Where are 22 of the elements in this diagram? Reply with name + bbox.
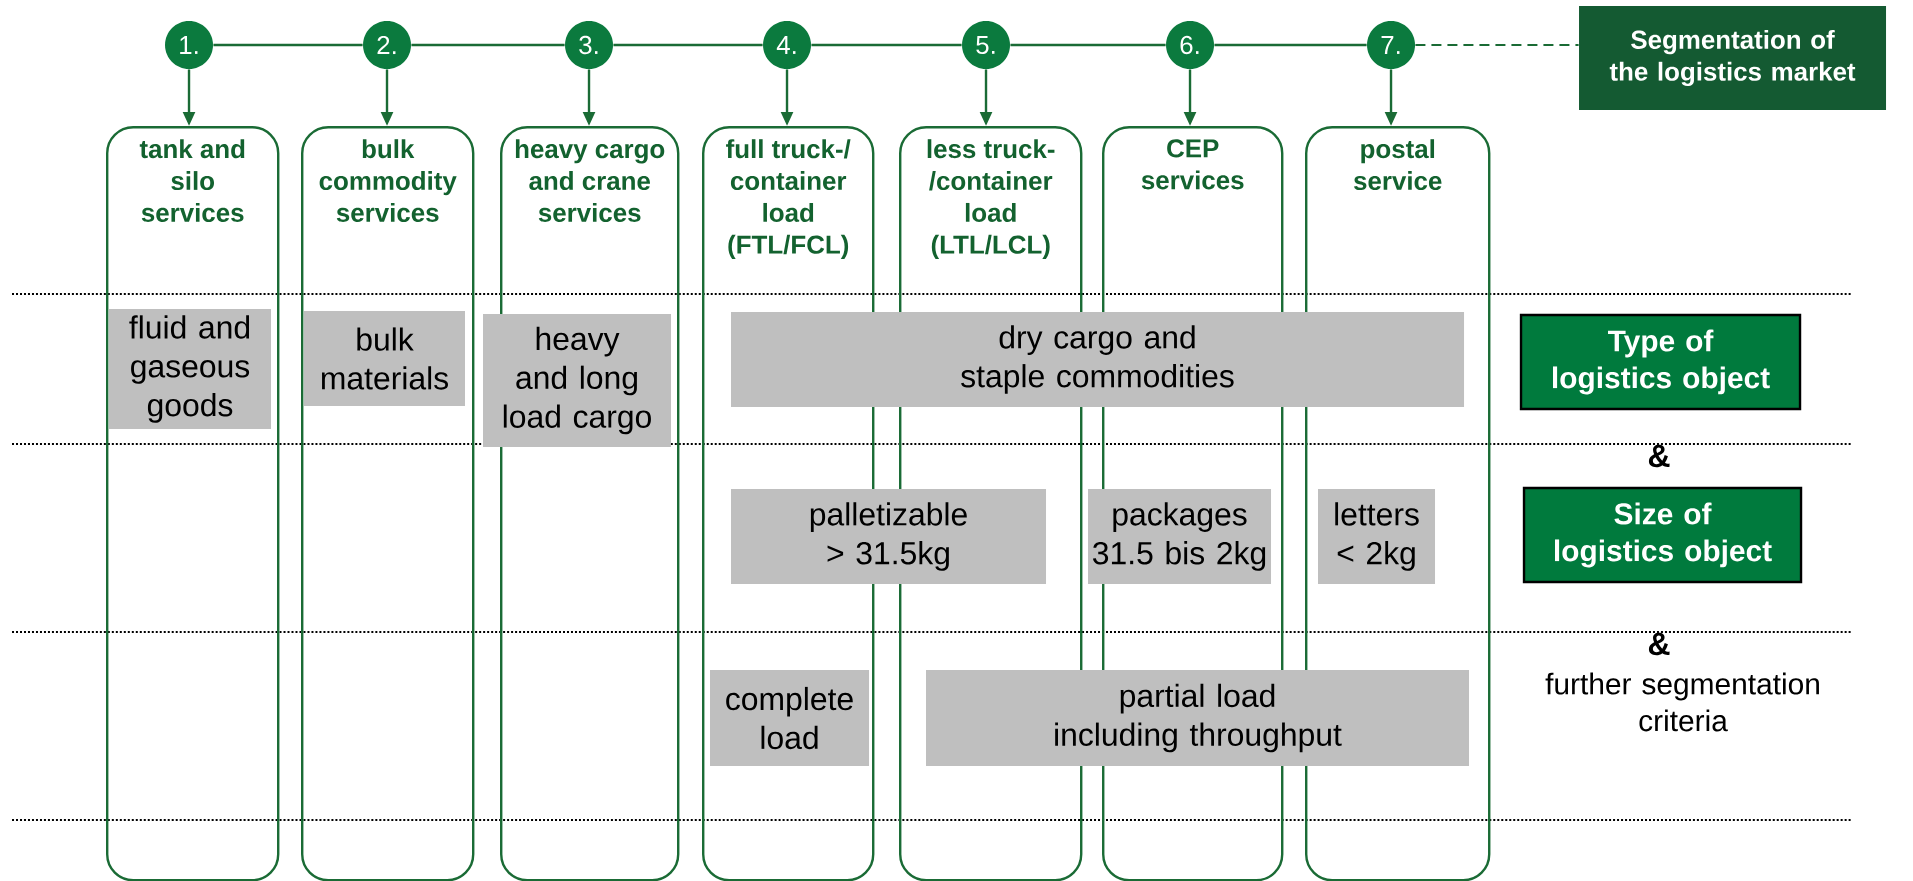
- ampersand: &: [1648, 444, 1670, 468]
- connector-line: [811, 43, 962, 47]
- object-box: bulk materials: [304, 311, 465, 406]
- object-box: packages 31.5 bis 2kg: [1088, 489, 1271, 584]
- object-box: fluid and gaseous goods: [109, 309, 271, 429]
- connector-line: [1010, 43, 1166, 47]
- ampersand: &: [1648, 632, 1670, 656]
- title-box: Segmentation of the logistics market: [1579, 6, 1887, 110]
- connector-line: [613, 43, 763, 47]
- connector-line: [1214, 43, 1367, 47]
- object-box: letters < 2kg: [1318, 489, 1436, 584]
- object-box: complete load: [710, 670, 869, 766]
- connector-line: [1414, 44, 1580, 46]
- criterion-box: Size of logistics object: [1522, 486, 1803, 584]
- object-box: palletizable > 31.5kg: [731, 489, 1046, 584]
- object-box: dry cargo and staple commodities: [731, 312, 1465, 407]
- object-box: heavy and long load cargo: [483, 314, 671, 447]
- criterion-box: Type of logistics object: [1519, 313, 1802, 411]
- connector-line: [213, 43, 363, 47]
- connector-line: [411, 43, 565, 47]
- criteria-note: further segmentation criteria: [1545, 672, 1819, 732]
- object-box: partial load including throughput: [926, 670, 1470, 766]
